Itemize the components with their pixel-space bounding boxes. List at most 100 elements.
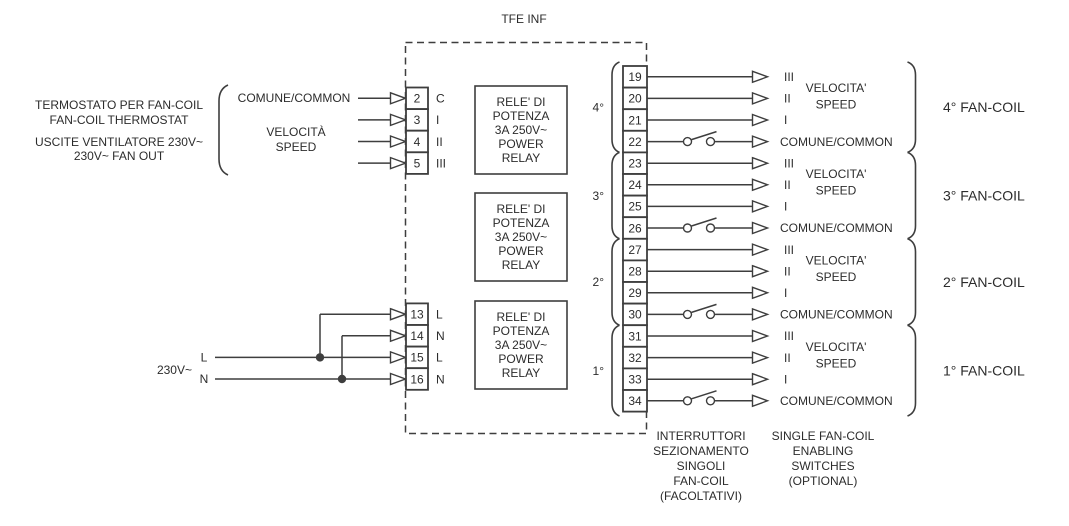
power-relay-box-2 bbox=[474, 192, 568, 282]
terminal-label-3: I bbox=[436, 113, 439, 127]
arrowhead-icon bbox=[389, 134, 408, 149]
arrowhead-icon bbox=[751, 307, 770, 321]
arrowhead-icon bbox=[751, 394, 770, 408]
terminal-number-34: 34 bbox=[628, 394, 642, 408]
arrowhead-icon bbox=[389, 156, 408, 170]
terminal-number-13: 13 bbox=[410, 308, 424, 322]
relay-label-line: RELAY bbox=[502, 151, 540, 165]
fan-out-annotation-line1: USCITE VENTILATORE 230V~ bbox=[35, 135, 203, 149]
terminal-number-19: 19 bbox=[628, 70, 642, 84]
terminal-number-3: 3 bbox=[414, 113, 421, 127]
switch-blade-icon bbox=[691, 130, 717, 141]
speed-step-label: III bbox=[784, 156, 794, 170]
switch-contact-icon bbox=[705, 396, 716, 406]
speed-label: SPEED bbox=[816, 97, 857, 111]
speed-label: SPEED bbox=[816, 184, 857, 198]
speed-step-label: III bbox=[784, 243, 794, 257]
thermostat-common-label: COMUNE/COMMON bbox=[238, 91, 351, 105]
switch-contact-icon bbox=[705, 136, 716, 147]
footnote-italian-line3: SINGOLI bbox=[677, 459, 726, 473]
terminal-number-4: 4 bbox=[414, 135, 421, 149]
arrowhead-icon bbox=[751, 286, 770, 300]
fan-coil-label: 2° FAN-COIL bbox=[943, 274, 1025, 290]
relay-label-line: 3A 250V~ bbox=[495, 230, 547, 244]
switch-contact-icon bbox=[682, 309, 693, 320]
fan-coil-group-brace-4 bbox=[907, 61, 917, 154]
fan-out-annotation-line2: 230V~ FAN OUT bbox=[74, 149, 165, 163]
terminal-number-31: 31 bbox=[628, 329, 642, 343]
arrowhead-icon bbox=[751, 329, 770, 343]
device-enclosure-dashed-box bbox=[404, 41, 648, 435]
mains-line-label: L bbox=[201, 351, 208, 365]
footnote-italian-line4: FAN-COIL bbox=[673, 474, 729, 488]
speed-step-label: II bbox=[784, 92, 791, 106]
speed-step-label: I bbox=[784, 372, 787, 386]
terminal-label-2: C bbox=[436, 92, 445, 106]
fan-coil-label: 3° FAN-COIL bbox=[943, 188, 1025, 204]
switch-blade-icon bbox=[691, 303, 717, 314]
thermostat-speed-label: SPEED bbox=[276, 140, 317, 154]
terminal-box-5 bbox=[405, 151, 429, 175]
terminal-number-25: 25 bbox=[628, 200, 642, 214]
junction-dot bbox=[337, 374, 347, 384]
mains-voltage-label: 230V~ bbox=[157, 363, 192, 377]
relay-label-line: RELAY bbox=[502, 366, 540, 380]
relay-label-line: POWER bbox=[498, 244, 544, 258]
footnote-english-line1: SINGLE FAN-COIL bbox=[772, 429, 875, 443]
speed-step-label: III bbox=[784, 70, 794, 84]
relay-label-line: RELE' DI bbox=[497, 310, 546, 324]
relay-label-line: RELAY bbox=[502, 258, 540, 272]
terminal-group-brace-1 bbox=[611, 324, 620, 417]
terminal-group-brace-4 bbox=[611, 61, 620, 154]
terminal-number-5: 5 bbox=[414, 156, 421, 170]
terminal-number-24: 24 bbox=[628, 178, 642, 192]
velocita-label: VELOCITA' bbox=[806, 254, 867, 268]
relay-label-line: POTENZA bbox=[493, 216, 550, 230]
thermostat-velocita-label: VELOCITÀ bbox=[266, 124, 325, 139]
group-index-label: 2° bbox=[593, 275, 605, 289]
footnote-english-line3: SWITCHES bbox=[791, 459, 854, 473]
arrowhead-icon bbox=[751, 113, 770, 127]
arrowhead-icon bbox=[751, 351, 770, 365]
speed-label: SPEED bbox=[816, 270, 857, 284]
velocita-label: VELOCITA' bbox=[806, 167, 867, 181]
thermostat-annotation-line2: FAN-COIL THERMOSTAT bbox=[50, 113, 190, 127]
terminal-number-27: 27 bbox=[628, 243, 642, 257]
arrowhead-icon bbox=[751, 178, 770, 192]
terminal-label-4: II bbox=[436, 135, 443, 149]
arrowhead-icon bbox=[751, 199, 770, 213]
arrowhead-icon bbox=[751, 372, 770, 386]
relay-label-line: POWER bbox=[498, 352, 544, 366]
speed-step-label: III bbox=[784, 329, 794, 343]
arrowhead-icon bbox=[751, 70, 770, 84]
fan-coil-label: 1° FAN-COIL bbox=[943, 363, 1025, 379]
mains-neutral-label: N bbox=[200, 372, 209, 386]
switch-contact-icon bbox=[705, 309, 716, 320]
speed-step-label: I bbox=[784, 113, 787, 127]
footnote-italian-line5: (FACOLTATIVI) bbox=[660, 489, 742, 503]
switch-contact-icon bbox=[705, 223, 716, 233]
arrowhead-icon bbox=[751, 264, 770, 278]
relay-label-line: 3A 250V~ bbox=[495, 123, 547, 137]
terminal-number-33: 33 bbox=[628, 373, 642, 387]
group-index-label: 3° bbox=[593, 189, 605, 203]
switch-blade-icon bbox=[691, 390, 717, 400]
common-output-label: COMUNE/COMMON bbox=[780, 308, 893, 322]
terminal-number-16: 16 bbox=[410, 372, 424, 386]
arrowhead-icon bbox=[751, 243, 770, 257]
terminal-number-2: 2 bbox=[414, 92, 421, 106]
arrowhead-icon bbox=[751, 91, 770, 105]
fan-coil-label: 4° FAN-COIL bbox=[943, 99, 1025, 115]
group-index-label: 1° bbox=[593, 364, 605, 378]
velocita-label: VELOCITA' bbox=[806, 81, 867, 95]
terminal-label-13: L bbox=[436, 308, 443, 322]
thermostat-annotation-line1: TERMOSTATO PER FAN-COIL bbox=[35, 98, 203, 112]
switch-contact-icon bbox=[682, 396, 693, 406]
arrowhead-icon bbox=[751, 135, 770, 149]
terminal-number-20: 20 bbox=[628, 92, 642, 106]
speed-step-label: II bbox=[784, 351, 791, 365]
terminal-number-23: 23 bbox=[628, 157, 642, 171]
arrowhead-icon bbox=[389, 113, 408, 127]
